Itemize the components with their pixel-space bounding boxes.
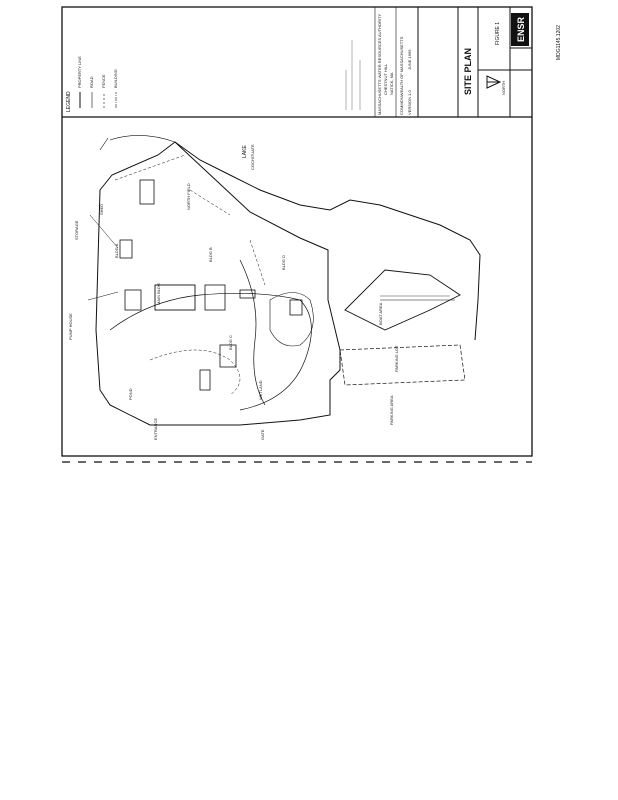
building-main[interactable] [154,284,196,311]
label-pond: POND [128,388,133,400]
building-f[interactable] [139,179,155,205]
callout-line [87,214,119,301]
legend: LEGEND PROPERTY LINE ROAD FENCE BUILDING [66,56,118,112]
building-e[interactable] [199,369,211,391]
label-parking: PARKING LOT [394,345,399,372]
label-bldg-d: BLDG D [281,255,286,270]
legend-item-0: PROPERTY LINE [77,56,82,88]
label-entrance: ENTRANCE [153,418,158,440]
label-bldg-a: BLDG A [114,243,119,258]
site-map [87,135,481,426]
label-boat-area: BOAT AREA [378,302,383,325]
legend-item-1: ROAD [89,76,94,88]
document-id: MDG1145.1202 [556,25,562,60]
boat-area-outline[interactable] [344,269,461,331]
label-storage: STORAGE [74,220,79,240]
access-road[interactable] [239,259,266,406]
plan-frame [61,6,533,457]
logo-box [511,13,529,46]
label-wetland: WETLAND [258,380,263,400]
sheet-title: SITE PLAN [463,48,473,95]
date-line: JUNE 1999 [407,49,412,70]
legend-item-3: BUILDING [113,69,118,88]
client-line: COMMONWEALTH OF MASSACHUSETTS [399,36,404,115]
loop-road[interactable] [269,292,314,347]
building-d[interactable] [289,299,303,316]
label-lot: PARKING AREA [389,395,394,425]
lake-shoreline[interactable] [174,141,481,341]
project-line-1: MASSACHUSETTS WATER RESOURCES AUTHORITY [377,14,382,115]
building-g[interactable] [124,289,142,311]
property-boundary [95,141,341,426]
label-shed: SHED [99,204,104,215]
label-bldg-c: BLDG C [228,335,233,350]
project-line-2: CHESTNUT HILL [383,63,388,95]
title-notes [345,40,361,110]
label-lake-name: COCHITUATE [250,144,255,170]
figure-label: FIGURE 1 [495,22,501,45]
building-b[interactable] [204,284,226,311]
label-pump-house: PUMP HOUSE [68,313,73,340]
label-gate: GATE [260,429,265,440]
label-bldg-b: BLDG B [208,247,213,262]
label-north-field: NORTH FIELD [186,183,191,210]
southeast-parcel[interactable] [339,344,466,386]
ref-line: VERSION 1.0 [407,90,412,115]
north-label: NORTH [501,81,506,95]
building-c[interactable] [219,344,237,368]
label-lake: LAKE [242,145,248,158]
label-main-bldg: MAIN BLDG [156,283,161,305]
logo-text: ENSR [516,16,526,42]
north-arrow-icon [486,75,502,89]
shore-trees [99,135,176,151]
inner-road[interactable] [149,349,241,396]
legend-title: LEGEND [66,91,72,112]
building-a[interactable] [119,239,133,259]
building-h[interactable] [239,289,256,299]
project-line-3: NATICK, MA [389,72,394,95]
fence-line [114,154,266,286]
legend-item-2: FENCE [101,74,106,88]
